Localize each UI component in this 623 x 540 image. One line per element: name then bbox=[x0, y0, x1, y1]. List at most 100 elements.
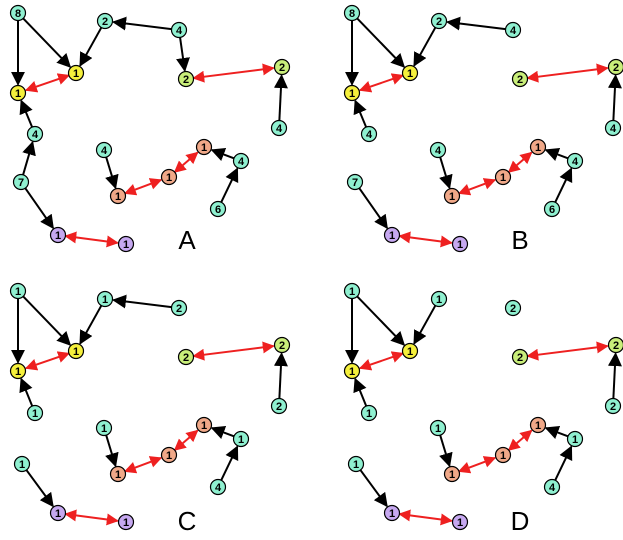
node-circle bbox=[429, 419, 447, 437]
edge-b-c4left-y1b bbox=[353, 99, 368, 128]
node-circle bbox=[9, 84, 27, 102]
edge-d-c7-p1a bbox=[359, 469, 388, 508]
node-b-g2a: 2 bbox=[511, 70, 529, 88]
edge-d-p1a-p1b bbox=[398, 509, 453, 526]
panel-label-a: A bbox=[178, 225, 196, 255]
node-circle bbox=[451, 235, 469, 253]
node-label: 1 bbox=[55, 230, 61, 242]
node-label: 1 bbox=[115, 469, 121, 481]
edge-b-c4b-o1c bbox=[544, 147, 569, 162]
node-label: 2 bbox=[279, 340, 285, 352]
node-d-n8: 1 bbox=[343, 282, 361, 300]
node-circle bbox=[604, 119, 622, 137]
node-b-y1a: 1 bbox=[401, 64, 419, 82]
edge-a-n8-y1a bbox=[22, 17, 72, 68]
edge-c-c4left-y1b bbox=[19, 377, 34, 407]
node-label: 1 bbox=[407, 346, 413, 358]
node-circle bbox=[177, 348, 195, 366]
node-label: 1 bbox=[389, 508, 395, 520]
node-a-y1a: 1 bbox=[67, 64, 85, 82]
node-circle bbox=[504, 21, 522, 39]
node-circle bbox=[170, 21, 188, 39]
node-label: 2 bbox=[436, 16, 442, 28]
edge-a-c4b-o1c bbox=[210, 147, 235, 162]
node-label: 1 bbox=[15, 366, 21, 378]
node-circle bbox=[49, 504, 67, 522]
node-label: 1 bbox=[407, 68, 413, 80]
node-b-o1a: 1 bbox=[443, 187, 461, 205]
edge-d-c4left-y1b bbox=[353, 377, 368, 407]
edge-b-o1b-o1c bbox=[507, 151, 533, 173]
edge-d-c4r-g2b bbox=[607, 352, 622, 399]
edge-b-n8-y1a bbox=[356, 17, 406, 68]
edge-a-p1a-p1b bbox=[64, 231, 119, 248]
node-label: 4 bbox=[215, 482, 222, 494]
node-a-c7: 7 bbox=[12, 173, 30, 191]
node-circle bbox=[443, 465, 461, 483]
edge-a-o1b-o1c bbox=[173, 151, 199, 173]
node-label: 4 bbox=[610, 123, 617, 135]
node-a-c4mid: 4 bbox=[95, 141, 113, 159]
node-circle bbox=[494, 168, 512, 186]
node-a-o1a: 1 bbox=[109, 187, 127, 205]
node-a-y1b: 1 bbox=[9, 84, 27, 102]
edge-d-c6-c4b bbox=[554, 445, 573, 481]
node-label: 1 bbox=[457, 517, 463, 529]
node-circle bbox=[347, 455, 365, 473]
edge-a-c4r-g2b bbox=[273, 74, 288, 121]
node-circle bbox=[9, 282, 27, 300]
node-label: 4 bbox=[366, 129, 373, 141]
node-d-g2b: 2 bbox=[607, 336, 623, 354]
node-label: 1 bbox=[73, 68, 79, 80]
node-circle bbox=[209, 478, 227, 496]
node-circle bbox=[494, 446, 512, 464]
node-circle bbox=[429, 141, 447, 159]
edge-a-c2top-y1a bbox=[79, 27, 103, 67]
node-circle bbox=[170, 299, 188, 317]
node-circle bbox=[67, 64, 85, 82]
node-circle bbox=[273, 336, 291, 354]
node-b-c2top: 2 bbox=[430, 12, 448, 30]
edge-b-c4mid-o1a bbox=[439, 156, 453, 190]
node-b-n8: 8 bbox=[343, 4, 361, 22]
node-d-c4left: 1 bbox=[360, 404, 378, 422]
node-b-c4r: 4 bbox=[604, 119, 622, 137]
node-b-c4mid: 4 bbox=[429, 141, 447, 159]
node-c-n8: 1 bbox=[9, 282, 27, 300]
node-a-c2top: 2 bbox=[96, 12, 114, 30]
edge-d-n8-y1a bbox=[356, 295, 406, 346]
edge-a-c7-p1a bbox=[24, 187, 54, 230]
node-d-o1b: 1 bbox=[494, 446, 512, 464]
node-label: 6 bbox=[215, 204, 221, 216]
node-label: 4 bbox=[276, 123, 283, 135]
node-circle bbox=[346, 173, 364, 191]
node-circle bbox=[607, 336, 623, 354]
edge-c-c4top-c2top bbox=[112, 294, 172, 309]
edge-a-c7-c4left bbox=[22, 140, 36, 176]
node-circle bbox=[430, 290, 448, 308]
edge-c-p1a-p1b bbox=[64, 509, 119, 526]
node-d-o1a: 1 bbox=[443, 465, 461, 483]
panel-label-d: D bbox=[511, 506, 530, 536]
node-label: 1 bbox=[166, 450, 172, 462]
node-circle bbox=[95, 419, 113, 437]
node-circle bbox=[273, 58, 291, 76]
node-c-c4top: 2 bbox=[170, 299, 188, 317]
node-circle bbox=[96, 12, 114, 30]
node-circle bbox=[383, 504, 401, 522]
node-d-c7: 1 bbox=[347, 455, 365, 473]
node-b-c4left: 4 bbox=[360, 125, 378, 143]
node-circle bbox=[401, 342, 419, 360]
node-a-o1b: 1 bbox=[160, 168, 178, 186]
node-a-p1a: 1 bbox=[49, 226, 67, 244]
node-label: 4 bbox=[549, 482, 556, 494]
node-b-o1b: 1 bbox=[494, 168, 512, 186]
node-circle bbox=[26, 125, 44, 143]
edge-b-c6-c4b bbox=[554, 167, 573, 203]
node-label: 2 bbox=[183, 74, 189, 86]
node-circle bbox=[360, 404, 378, 422]
node-label: 1 bbox=[201, 142, 207, 154]
node-circle bbox=[67, 342, 85, 360]
node-label: 1 bbox=[435, 423, 441, 435]
